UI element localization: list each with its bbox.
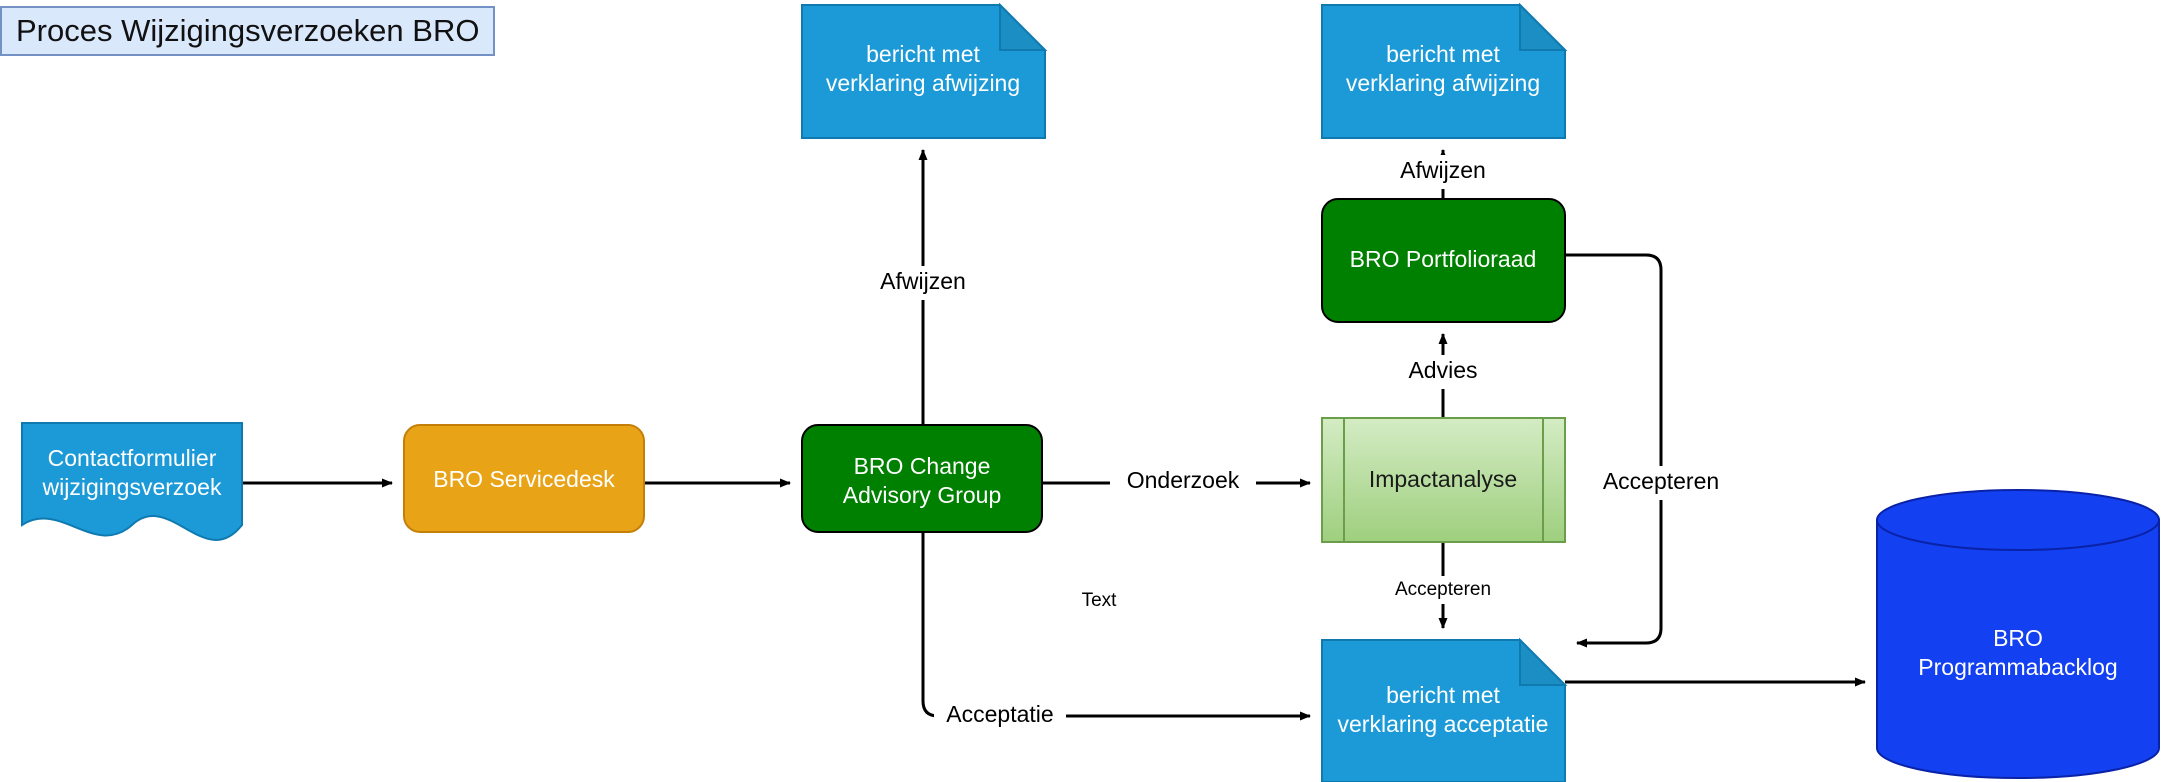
node-bericht-acceptatie[interactable]: bericht met verklaring acceptatie: [1321, 637, 1568, 782]
edge-label-text: Afwijzen: [880, 268, 966, 294]
node-label: bericht met: [1386, 682, 1500, 708]
node-label: Advisory Group: [843, 482, 1002, 508]
node-label: verklaring afwijzing: [826, 70, 1020, 96]
node-bro-portfolioraad[interactable]: BRO Portfolioraad: [1321, 198, 1566, 323]
node-label: wijzigingsverzoek: [42, 474, 222, 500]
diagram-title-box: Proces Wijzigingsverzoeken BRO: [0, 6, 496, 56]
edge-label-text: Accepteren: [1395, 579, 1491, 600]
page-title: Proces Wijzigingsverzoeken BRO: [16, 12, 480, 48]
node-contactformulier[interactable]: Contactformulier wijzigingsverzoek: [21, 422, 243, 541]
edge-label-text: Acceptatie: [946, 701, 1053, 727]
edge-label-text: Advies: [1408, 357, 1477, 383]
edge-cag-to-acceptatie: [921, 532, 1311, 721]
node-label: Contactformulier: [48, 445, 217, 471]
node-bro-servicedesk[interactable]: BRO Servicedesk: [403, 424, 645, 533]
node-label: bericht met: [866, 41, 980, 67]
free-text-annotation[interactable]: Text: [1082, 590, 1118, 611]
node-label: bericht met: [1386, 41, 1500, 67]
node-label: verklaring acceptatie: [1338, 711, 1549, 737]
node-bericht-afwijzing-left[interactable]: bericht met verklaring afwijzing: [801, 2, 1048, 139]
edge-label-text: Onderzoek: [1127, 467, 1240, 493]
free-text-label: Text: [1082, 590, 1118, 611]
edge-label-onderzoek: Onderzoek: [1110, 465, 1256, 499]
node-label: Impactanalyse: [1369, 466, 1517, 492]
node-label: Programmabacklog: [1918, 654, 2117, 680]
edge-label-text: Accepteren: [1603, 468, 1719, 494]
edge-label-acceptatie: Acceptatie: [934, 699, 1066, 733]
node-impactanalyse[interactable]: Impactanalyse: [1321, 417, 1566, 543]
node-label: BRO Change: [854, 453, 991, 479]
node-bro-programmabacklog[interactable]: BRO Programmabacklog: [1876, 489, 2160, 779]
node-label: BRO Servicedesk: [433, 466, 615, 492]
node-bericht-afwijzing-right[interactable]: bericht met verklaring afwijzing: [1321, 2, 1568, 139]
edge-label-accepteren-right: Accepteren: [1590, 466, 1732, 500]
node-label: BRO: [1993, 625, 2043, 651]
edge-label-accepteren-small: Accepteren: [1385, 576, 1501, 604]
node-label: verklaring afwijzing: [1346, 70, 1540, 96]
edge-label-advies: Advies: [1394, 355, 1492, 389]
node-bro-change-advisory-group[interactable]: BRO Change Advisory Group: [801, 424, 1043, 533]
edge-portfolioraad-to-acceptatie: [1565, 253, 1663, 648]
node-label: BRO Portfolioraad: [1350, 246, 1537, 272]
edge-label-text: Afwijzen: [1400, 157, 1486, 183]
edge-label-afwijzen-right: Afwijzen: [1384, 155, 1502, 189]
edge-label-afwijzen-left: Afwijzen: [864, 266, 982, 300]
